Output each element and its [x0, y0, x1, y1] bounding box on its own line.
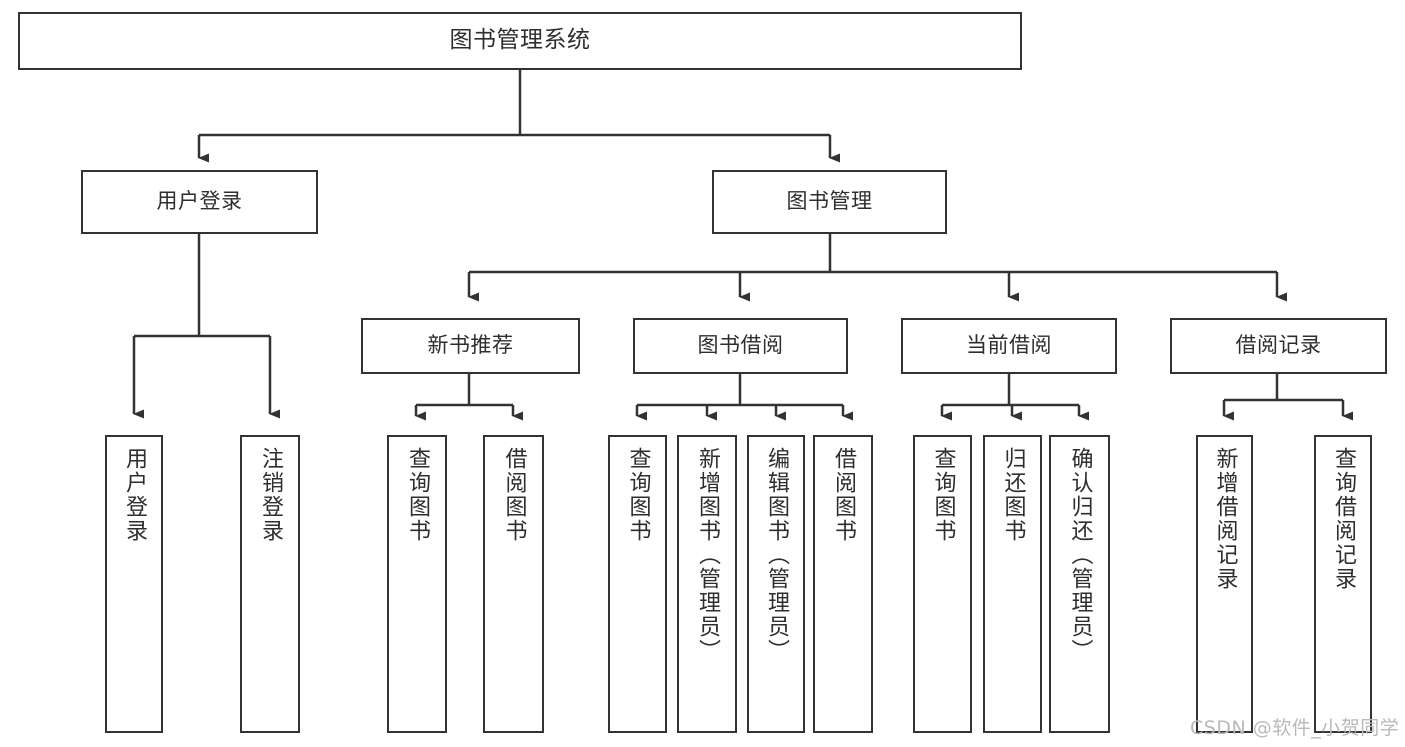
node-label: 确认归还（管理员）: [1067, 447, 1093, 663]
node-label: 用户登录: [156, 189, 243, 214]
node-label: 新增图书（管理员）: [695, 447, 720, 663]
node-label: 图书管理系统: [449, 27, 591, 54]
node-label: 归还图书: [1000, 447, 1026, 543]
node-label: 借阅图书: [831, 447, 856, 543]
leaf-edit-book-admin[interactable]: 编辑图书（管理员）: [747, 435, 805, 733]
node-label: 编辑图书（管理员）: [764, 447, 789, 663]
leaf-user-login[interactable]: 用户登录: [105, 435, 163, 733]
leaf-add-book-admin[interactable]: 新增图书（管理员）: [677, 435, 737, 733]
node-new-book-recommend[interactable]: 新书推荐: [361, 318, 580, 374]
watermark-text: CSDN @软件_小贺同学: [1190, 717, 1400, 739]
node-label: 当前借阅: [966, 333, 1052, 358]
leaf-query-book-newbook[interactable]: 查询图书: [387, 435, 447, 733]
node-label: 图书借阅: [697, 333, 784, 358]
leaf-query-book-current[interactable]: 查询图书: [913, 435, 972, 733]
node-book-management[interactable]: 图书管理: [712, 170, 947, 234]
node-root-system[interactable]: 图书管理系统: [18, 12, 1022, 70]
node-label: 新增借阅记录: [1212, 447, 1238, 591]
node-label: 借阅图书: [501, 447, 527, 543]
node-label: 查询图书: [405, 447, 430, 543]
node-label: 借阅记录: [1235, 333, 1322, 358]
node-label: 查询借阅记录: [1331, 447, 1356, 591]
node-label: 查询图书: [625, 447, 651, 543]
leaf-query-book-borrow[interactable]: 查询图书: [608, 435, 667, 733]
node-label: 图书管理: [786, 189, 873, 214]
leaf-logout[interactable]: 注销登录: [240, 435, 300, 733]
node-label: 新书推荐: [427, 333, 514, 358]
node-borrow-record[interactable]: 借阅记录: [1170, 318, 1387, 374]
leaf-return-book[interactable]: 归还图书: [983, 435, 1042, 733]
node-user-login[interactable]: 用户登录: [81, 170, 318, 234]
node-book-borrow[interactable]: 图书借阅: [633, 318, 848, 374]
leaf-query-borrow-record[interactable]: 查询借阅记录: [1314, 435, 1372, 733]
node-label: 用户登录: [122, 447, 147, 543]
leaf-borrow-book[interactable]: 借阅图书: [813, 435, 873, 733]
leaf-confirm-return-admin[interactable]: 确认归还（管理员）: [1049, 435, 1110, 733]
node-current-borrow[interactable]: 当前借阅: [901, 318, 1117, 374]
leaf-borrow-book-newbook[interactable]: 借阅图书: [483, 435, 544, 733]
leaf-add-borrow-record[interactable]: 新增借阅记录: [1196, 435, 1253, 733]
node-label: 查询图书: [930, 447, 956, 543]
node-label: 注销登录: [258, 447, 283, 543]
